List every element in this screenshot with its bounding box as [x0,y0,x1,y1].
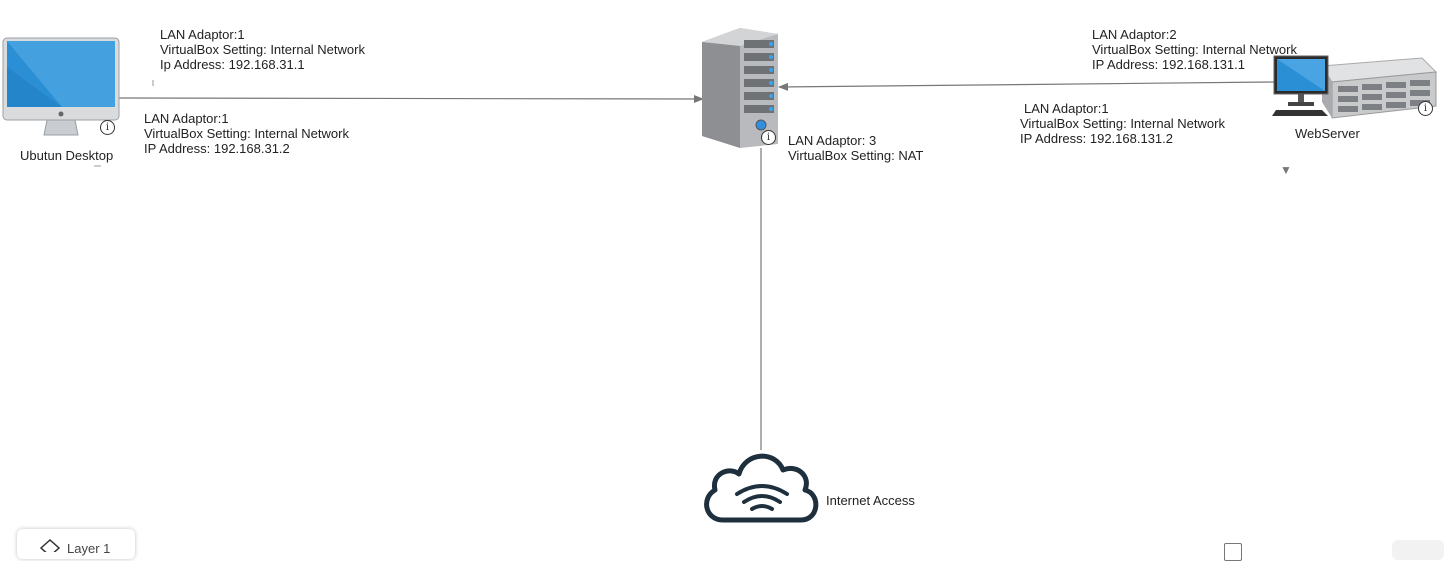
label-line: VirtualBox Setting: NAT [788,148,924,163]
label-line: VirtualBox Setting: Internal Network [144,126,349,141]
info-icon[interactable]: i [1418,101,1433,116]
label-line: VirtualBox Setting: Internal Network [1020,116,1225,131]
internet-cloud-node[interactable] [701,450,821,524]
label-line: LAN Adaptor:2 [1092,27,1177,42]
label-line: LAN Adaptor:1 [160,27,245,42]
layer-tab-label: Layer 1 [67,541,111,556]
desktop-side-label: LAN Adaptor:1 VirtualBox Setting: Intern… [144,111,349,156]
bottom-right-control[interactable] [1392,540,1444,560]
router-nat-label: LAN Adaptor: 3 VirtualBox Setting: NAT [788,133,923,163]
label-line: LAN Adaptor: 3 [788,133,877,148]
label-line: VirtualBox Setting: Internal Network [1092,42,1297,57]
label-line: IP Address: 192.168.131.1 [1092,57,1245,72]
info-icon[interactable]: i [761,130,776,145]
webserver-router-side-label: LAN Adaptor:2 VirtualBox Setting: Intern… [1092,27,1297,72]
ubuntu-desktop-node[interactable] [2,37,120,137]
info-icon[interactable]: i [100,120,115,135]
layer-icon [39,538,61,552]
dropdown-indicator[interactable]: ▼ [1280,163,1292,177]
label-line: LAN Adaptor:1 [144,111,229,126]
cloud-wifi-icon [704,453,819,523]
rack-server-icon [1272,55,1438,119]
server-tower-icon [702,28,778,148]
desktop-router-side-label: LAN Adaptor:1 VirtualBox Setting: Intern… [160,27,365,72]
label-line: IP Address: 192.168.31.2 [144,141,290,156]
label-line: Ip Address: 192.168.31.1 [160,57,305,72]
internet-access-caption: Internet Access [826,493,915,508]
ubuntu-desktop-caption: Ubutun Desktop [20,148,114,163]
label-line: VirtualBox Setting: Internal Network [160,42,365,57]
bottom-checkbox[interactable] [1224,543,1242,561]
link-webserver-to-router[interactable] [778,81,1275,91]
router-server-node[interactable] [700,26,780,148]
label-line: IP Address: 192.168.131.2 [1020,131,1173,146]
webserver-node[interactable] [1272,54,1438,122]
webserver-side-label: LAN Adaptor:1 VirtualBox Setting: Intern… [1020,101,1225,146]
webserver-caption: WebServer [1295,126,1360,141]
label-line: LAN Adaptor:1 [1024,101,1109,116]
layer-tab[interactable]: Layer 1 [17,529,135,559]
monitor-icon [2,37,120,136]
connection-lines [94,80,1275,450]
link-desktop-to-router[interactable] [117,94,704,103]
